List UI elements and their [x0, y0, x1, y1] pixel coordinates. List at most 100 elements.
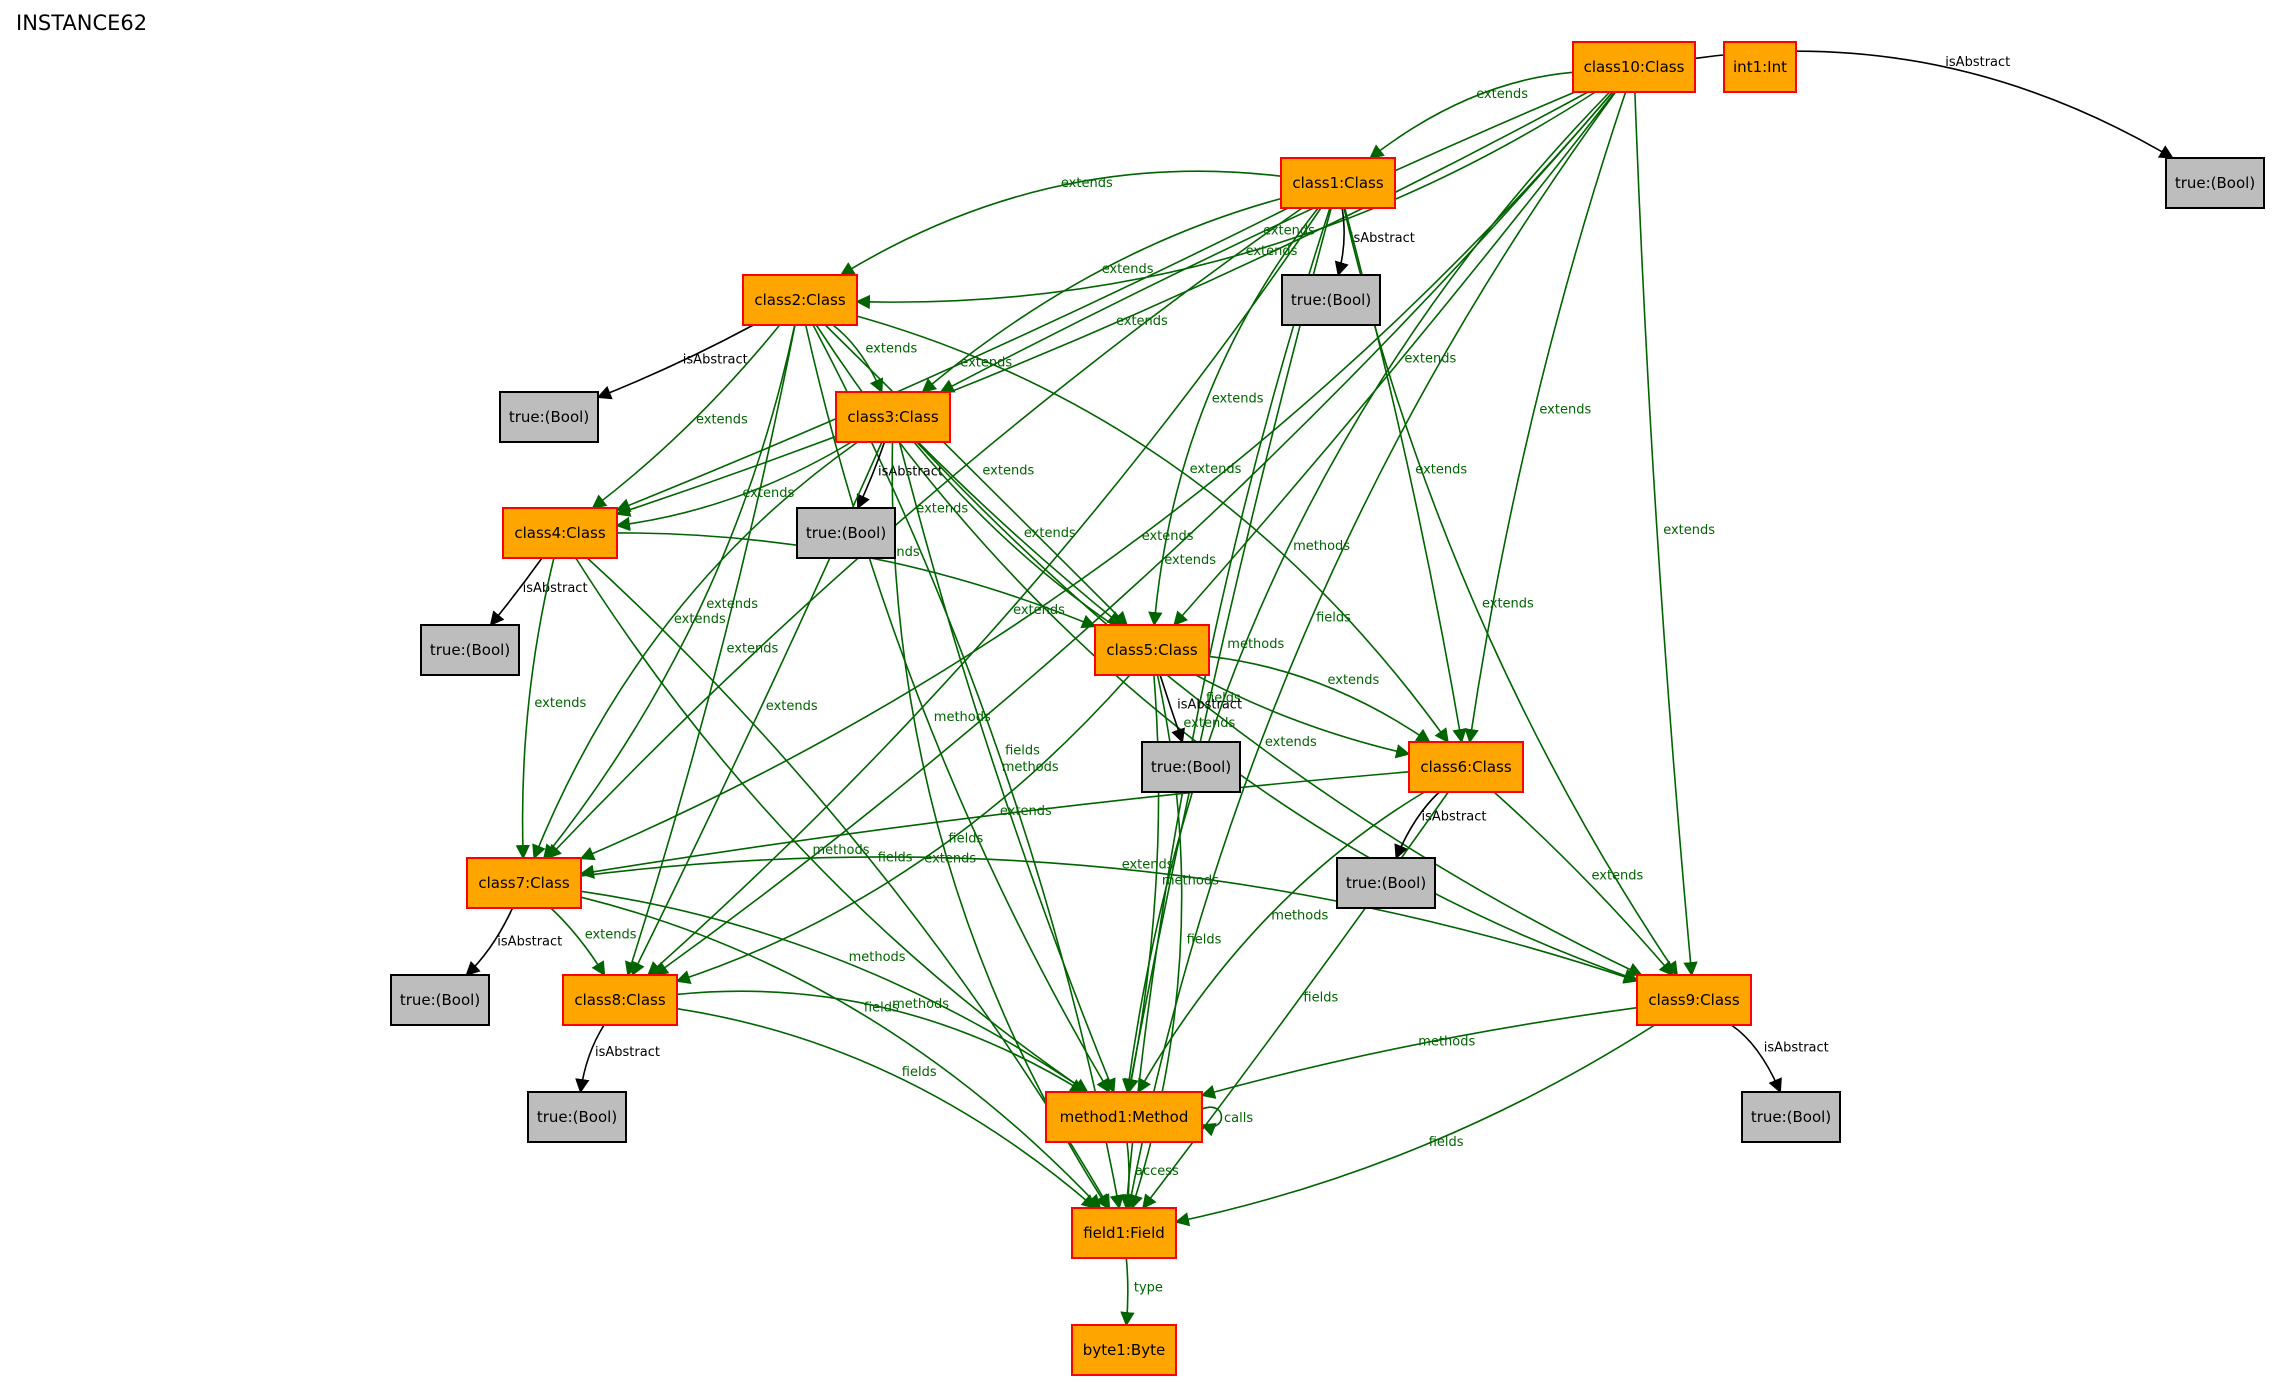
node-b4[interactable]: true:(Bool): [420, 624, 520, 676]
edge-line: [1124, 207, 1332, 1094]
node-box[interactable]: [1071, 1207, 1177, 1259]
edge-line: [1369, 71, 1574, 159]
edge-line: [1730, 1024, 1782, 1094]
edge-label: extends: [1265, 735, 1317, 750]
edge-label: extends: [674, 612, 726, 627]
edge-line: [624, 324, 796, 977]
edge-label: isAbstract: [1422, 810, 1487, 825]
node-class4[interactable]: class4:Class: [502, 507, 618, 559]
node-box[interactable]: [1094, 624, 1210, 676]
edges-layer: isAbstractextendsextendsextendsextendsex…: [465, 50, 2174, 1327]
edge-label: extends: [1328, 673, 1380, 688]
edge-label: fields: [1005, 743, 1040, 758]
edge-class5-class6: extends: [1208, 655, 1431, 743]
edge-class1-class2: extends: [839, 170, 1282, 276]
node-method1[interactable]: method1:Method: [1045, 1091, 1203, 1143]
node-field1[interactable]: field1:Field: [1071, 1207, 1177, 1259]
edge-label: methods: [934, 710, 991, 725]
edge-label: extends: [696, 413, 748, 428]
node-box[interactable]: [466, 857, 582, 909]
node-box[interactable]: [1572, 41, 1696, 93]
node-label: byte1:Byte: [1083, 1341, 1165, 1359]
edge-class4-b4: isAbstract: [489, 557, 588, 627]
edge-line: [939, 91, 1576, 393]
node-b6[interactable]: true:(Bool): [1336, 857, 1436, 909]
node-box[interactable]: [499, 391, 599, 443]
node-class8[interactable]: class8:Class: [562, 974, 678, 1026]
node-box[interactable]: [796, 507, 896, 559]
edge-label: fields: [1206, 691, 1241, 706]
node-b8[interactable]: true:(Bool): [527, 1091, 627, 1143]
edge-line: [615, 91, 1589, 517]
node-box[interactable]: [390, 974, 490, 1026]
node-box[interactable]: [502, 507, 618, 559]
node-box[interactable]: [1723, 41, 1797, 93]
edge-label: methods: [1227, 637, 1284, 652]
node-box[interactable]: [1141, 741, 1241, 793]
edge-class8-field1: fields: [676, 1007, 1097, 1209]
edge-label: isAbstract: [1177, 698, 1242, 713]
node-box[interactable]: [1741, 1091, 1841, 1143]
node-class6[interactable]: class6:Class: [1408, 741, 1524, 793]
edge-line: [1124, 91, 1617, 1210]
node-class5[interactable]: class5:Class: [1094, 624, 1210, 676]
node-class1[interactable]: class1:Class: [1280, 157, 1396, 209]
node-box[interactable]: [835, 391, 951, 443]
node-class10[interactable]: class10:Class: [1572, 41, 1696, 93]
edge-class1-class3: extends: [921, 197, 1282, 393]
node-label: true:(Bool): [1291, 291, 1371, 309]
node-class3[interactable]: class3:Class: [835, 391, 951, 443]
node-label: class6:Class: [1420, 758, 1511, 776]
edge-class5-class8: extends: [675, 674, 1131, 984]
edge-label: extends: [1000, 804, 1052, 819]
edge-label: extends: [1102, 262, 1154, 277]
node-box[interactable]: [1071, 1324, 1177, 1376]
edge-line: [824, 324, 1129, 627]
node-box[interactable]: [742, 274, 858, 326]
edge-line: [586, 557, 1111, 1210]
edge-line: [804, 324, 1111, 1094]
node-box[interactable]: [527, 1091, 627, 1143]
edge-line: [1394, 791, 1440, 860]
edge-line: [546, 207, 1303, 860]
node-b10[interactable]: true:(Bool): [2165, 157, 2265, 209]
node-box[interactable]: [1281, 274, 1381, 326]
edge-line: [1121, 91, 1611, 1094]
node-label: class4:Class: [514, 524, 605, 542]
node-box[interactable]: [1336, 857, 1436, 909]
edge-class5-method1: methods: [1124, 674, 1219, 1094]
node-class2[interactable]: class2:Class: [742, 274, 858, 326]
edge-line: [1200, 1106, 1223, 1137]
node-box[interactable]: [1045, 1091, 1203, 1143]
node-box[interactable]: [420, 624, 520, 676]
node-b2[interactable]: true:(Bool): [499, 391, 599, 443]
node-b9[interactable]: true:(Bool): [1741, 1091, 1841, 1143]
node-int1[interactable]: int1:Int: [1723, 41, 1797, 93]
node-b1[interactable]: true:(Bool): [1281, 274, 1381, 326]
node-box[interactable]: [562, 974, 678, 1026]
edge-class10-class4: extends: [615, 91, 1589, 517]
node-b5[interactable]: true:(Bool): [1141, 741, 1241, 793]
diagram-title: INSTANCE62: [16, 11, 147, 35]
edge-class6-b6: isAbstract: [1394, 791, 1487, 860]
edge-label: methods: [1162, 874, 1219, 889]
node-b3[interactable]: true:(Bool): [796, 507, 896, 559]
edge-line: [839, 170, 1282, 276]
edge-line: [579, 771, 1410, 879]
node-box[interactable]: [1408, 741, 1524, 793]
edge-class4-class7: extends: [515, 557, 586, 860]
node-box[interactable]: [1280, 157, 1396, 209]
edge-label: extends: [1122, 857, 1174, 872]
edge-label: methods: [1418, 1034, 1475, 1049]
node-b7[interactable]: true:(Bool): [390, 974, 490, 1026]
edge-label: extends: [1190, 462, 1242, 477]
node-box[interactable]: [2165, 157, 2265, 209]
edge-label: extends: [865, 342, 917, 357]
node-class9[interactable]: class9:Class: [1636, 974, 1752, 1026]
node-class7[interactable]: class7:Class: [466, 857, 582, 909]
node-box[interactable]: [1636, 974, 1752, 1026]
edge-label: isAbstract: [1350, 231, 1415, 246]
edge-class1-class5: extends: [1148, 207, 1319, 627]
node-byte1[interactable]: byte1:Byte: [1071, 1324, 1177, 1376]
edge-class3-class7: extends: [532, 441, 859, 860]
